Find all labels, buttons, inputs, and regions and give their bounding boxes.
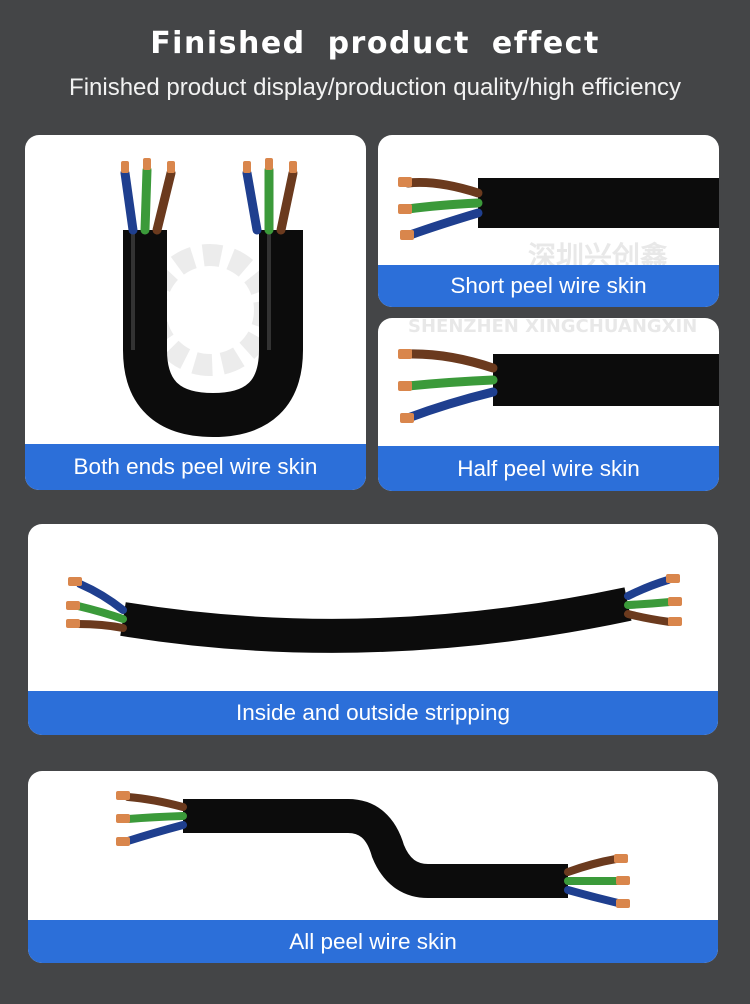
page-title: Finished product effect bbox=[150, 26, 600, 61]
card-all-peel: All peel wire skin bbox=[28, 771, 718, 963]
short-peel-cable-image bbox=[398, 177, 719, 240]
u-shaped-cable-image bbox=[120, 158, 303, 438]
card-label-all: All peel wire skin bbox=[28, 920, 718, 963]
straight-cable-image bbox=[66, 574, 682, 653]
half-peel-cable-image bbox=[398, 349, 719, 423]
card-label-short: Short peel wire skin bbox=[378, 265, 719, 307]
card-label-inside-outside: Inside and outside stripping bbox=[28, 691, 718, 735]
watermark-en: SHENZHEN XINGCHUANGXIN bbox=[408, 318, 698, 337]
card-inside-outside-stripping: Inside and outside stripping bbox=[28, 524, 718, 735]
card-label-both-ends: Both ends peel wire skin bbox=[25, 444, 366, 490]
card-label-half: Half peel wire skin bbox=[378, 446, 719, 491]
card-both-ends-peel: Both ends peel wire skin bbox=[25, 135, 366, 490]
s-bend-cable-image bbox=[116, 791, 630, 908]
card-half-peel: SHENZHEN XINGCHUANGXIN Half peel wire sk… bbox=[378, 318, 719, 491]
card-short-peel: 深圳兴创鑫 Short peel wire skin bbox=[378, 135, 719, 307]
page-subtitle: Finished product display/production qual… bbox=[69, 74, 681, 101]
